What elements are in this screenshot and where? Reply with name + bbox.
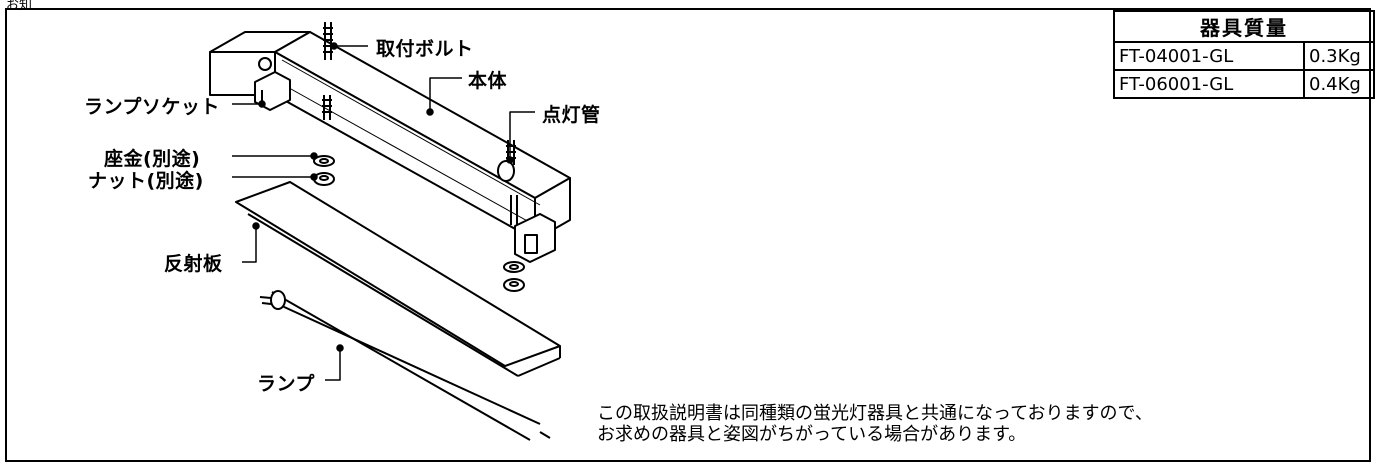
model-cell: FT-04001-GL: [1113, 41, 1305, 71]
leader-lines: [232, 42, 535, 381]
mounting-bolt-mid: [322, 95, 332, 120]
reflector-plate: [235, 181, 561, 377]
label-body: 本体: [468, 70, 508, 92]
washer-upper: [313, 155, 335, 186]
disclaimer-note: この取扱説明書は同種類の蛍光灯器具と共通になっておりますので、 お求めの器具と姿…: [597, 403, 1153, 445]
lamp-socket-left: [254, 71, 291, 111]
model-cell: FT-06001-GL: [1113, 69, 1305, 99]
diagram-frame: [5, 8, 1371, 462]
weight-table: 器具質量 FT-04001-GL 0.3Kg FT-06001-GL 0.4Kg: [1113, 10, 1375, 99]
note-line-2: お求めの器具と姿図がちがっている場合があります。: [597, 424, 1027, 445]
label-starter: 点灯管: [542, 104, 601, 126]
mounting-bolt-top: [323, 22, 333, 60]
note-line-1: この取扱説明書は同種類の蛍光灯器具と共通になっておりますので、: [597, 403, 1153, 424]
table-row: FT-04001-GL 0.3Kg: [1113, 41, 1375, 71]
lamp-socket-right: [514, 213, 556, 263]
label-lamp: ランプ: [257, 373, 315, 395]
lamp-tube: [259, 290, 551, 441]
label-nut: ナット(別途): [88, 170, 204, 192]
mass-cell: 0.4Kg: [1303, 69, 1375, 99]
label-mounting-bolt: 取付ボルト: [376, 38, 474, 60]
mass-cell: 0.3Kg: [1303, 41, 1375, 71]
washer-lower: [503, 261, 525, 292]
label-reflector: 反射板: [164, 253, 223, 275]
label-washer: 座金(別途): [104, 148, 201, 170]
starter-bolt: [497, 140, 518, 225]
weight-table-title: 器具質量: [1113, 10, 1375, 43]
label-lamp-socket: ランプソケット: [84, 96, 220, 118]
corner-heading: お知: [6, 0, 33, 13]
table-row: FT-06001-GL 0.4Kg: [1113, 69, 1375, 99]
